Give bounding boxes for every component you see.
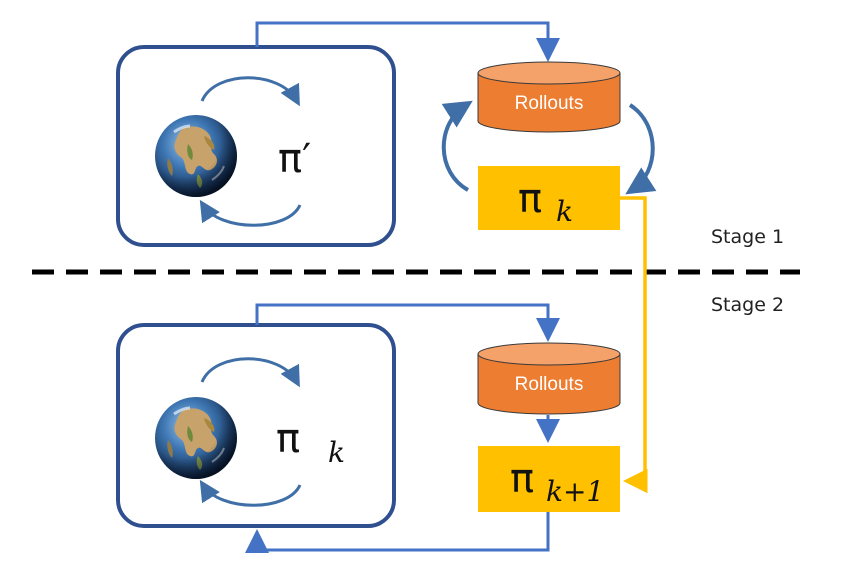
- stage2-label: Stage 2: [711, 294, 784, 316]
- stage1-rollouts-cylinder: [477, 61, 621, 133]
- stage2-flow-arrow-top: [255, 303, 560, 342]
- stage2-env-policy-symbol: π: [276, 416, 300, 462]
- stage2-policy-symbol: π: [510, 456, 534, 502]
- stage1-policy-box: [478, 166, 620, 230]
- stage2-policy-sub: k+1: [546, 475, 604, 508]
- stage1-arrow-rollouts-to-policy: [625, 103, 657, 195]
- stage1-flow-arrow: [255, 21, 560, 62]
- stage2-rollouts-cylinder: [477, 342, 621, 415]
- stage1-env-policy: π′: [278, 136, 311, 182]
- policy-transfer-arrow: [620, 196, 648, 494]
- stage1-arrow-policy-to-rollouts: [441, 100, 473, 192]
- stage1-rollouts-label: Rollouts: [515, 93, 584, 114]
- earth-icon: [154, 114, 238, 198]
- stage1-cycle-arrow-top: [200, 76, 300, 107]
- stage2-cycle-arrow-top: [200, 357, 300, 388]
- stage1-policy-symbol: π: [518, 176, 542, 222]
- stage2-flow-arrow-bottom: [245, 512, 550, 553]
- stage2-cycle-arrow-bottom: [199, 479, 302, 507]
- stage2-rollouts-label: Rollouts: [515, 374, 584, 395]
- stage1-policy-sub: k: [556, 195, 573, 228]
- earth-icon: [154, 396, 238, 480]
- stage2-env-policy-sub: k: [328, 436, 345, 469]
- stage1-label: Stage 1: [711, 226, 784, 248]
- stage2-policy-box: [478, 446, 620, 512]
- stage1-cycle-arrow-bottom: [199, 199, 302, 227]
